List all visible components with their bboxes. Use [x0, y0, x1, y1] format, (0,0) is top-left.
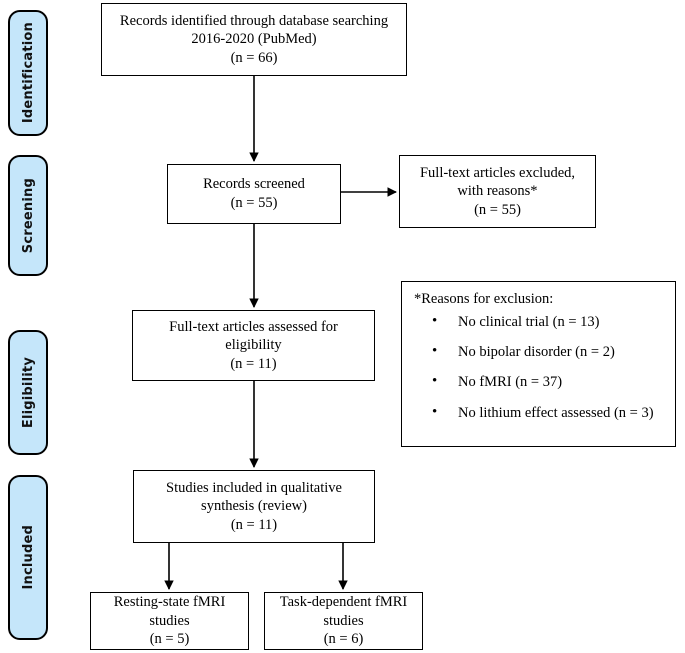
stage-label-eligibility: Eligibility	[8, 330, 48, 455]
box-records-identified-line2: 2016-2020 (PubMed)	[191, 31, 317, 48]
stage-label-included-text: Included	[20, 525, 36, 590]
box-records-identified-line1: Records identified through database sear…	[119, 12, 389, 29]
box-task-dependent-fmri-line2: studies	[323, 612, 364, 629]
box-fulltext-assessed-line1: Full-text articles assessed for	[169, 318, 338, 335]
box-resting-state-fmri-line2: studies	[149, 612, 190, 629]
box-studies-included: Studies included in qualitative synthesi…	[133, 470, 375, 543]
reasons-title: *Reasons for exclusion:	[414, 291, 554, 307]
box-fulltext-excluded-line3: (n = 55)	[474, 201, 521, 218]
box-task-dependent-fmri-line3: (n = 6)	[323, 631, 364, 648]
box-records-identified: Records identified through database sear…	[101, 3, 407, 76]
box-studies-included-line3: (n = 11)	[230, 516, 278, 533]
box-resting-state-fmri-line3: (n = 5)	[149, 631, 190, 648]
reasons-list: No clinical trial (n = 13) No bipolar di…	[414, 312, 665, 422]
reasons-item: No lithium effect assessed (n = 3)	[432, 402, 665, 422]
reasons-item: No bipolar disorder (n = 2)	[432, 342, 665, 361]
box-fulltext-excluded: Full-text articles excluded, with reason…	[399, 155, 596, 228]
box-studies-included-line1: Studies included in qualitative	[166, 479, 342, 496]
stage-label-screening: Screening	[8, 155, 48, 276]
box-studies-included-line2: synthesis (review)	[201, 498, 307, 515]
box-resting-state-fmri: Resting-state fMRI studies (n = 5)	[90, 592, 249, 650]
box-records-screened-line1: Records screened	[203, 176, 305, 193]
stage-label-identification-text: Identification	[20, 22, 36, 124]
stage-label-eligibility-text: Eligibility	[20, 356, 36, 429]
box-records-screened: Records screened (n = 55)	[167, 164, 341, 224]
box-fulltext-assessed-line2: eligibility	[225, 337, 282, 354]
box-records-identified-line3: (n = 66)	[230, 49, 278, 66]
stage-label-identification: Identification	[8, 10, 48, 136]
box-resting-state-fmri-line1: Resting-state fMRI	[113, 594, 226, 611]
box-records-screened-line2: (n = 55)	[230, 195, 278, 211]
box-fulltext-excluded-line1: Full-text articles excluded,	[419, 164, 576, 181]
box-reasons-for-exclusion: *Reasons for exclusion: No clinical tria…	[401, 281, 676, 447]
box-fulltext-excluded-line2: with reasons*	[457, 183, 538, 200]
stage-label-included: Included	[8, 475, 48, 640]
box-fulltext-assessed-line3: (n = 11)	[230, 355, 277, 372]
box-task-dependent-fmri-line1: Task-dependent fMRI	[279, 594, 408, 611]
box-fulltext-assessed: Full-text articles assessed for eligibil…	[132, 310, 375, 381]
box-task-dependent-fmri: Task-dependent fMRI studies (n = 6)	[264, 592, 423, 650]
stage-label-screening-text: Screening	[20, 177, 36, 254]
reasons-item: No fMRI (n = 37)	[432, 372, 665, 391]
reasons-item: No clinical trial (n = 13)	[432, 312, 665, 331]
